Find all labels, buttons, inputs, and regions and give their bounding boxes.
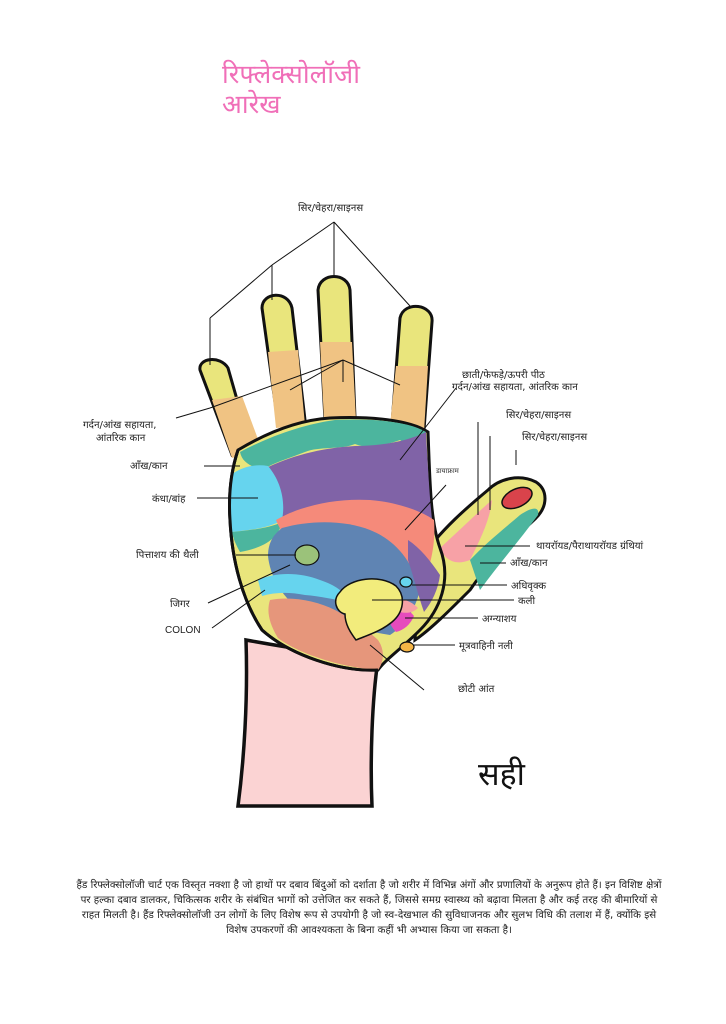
label-gallbladder: पित्ताशय की थैली — [136, 549, 199, 561]
label-pancreas: अग्न्याशय — [482, 614, 517, 625]
label-neck-right: गर्दन/आंख सहायता, आंतरिक कान — [452, 381, 578, 393]
description-paragraph: हैंड रिफ्लेक्सोलॉजी चार्ट एक विस्तृत नक्… — [76, 880, 662, 936]
label-liver: जिगर — [170, 598, 191, 610]
gallbladder-organ — [294, 544, 320, 566]
label-kidney: कली — [518, 595, 535, 607]
cyan-shoulder — [230, 465, 284, 532]
label-thyroid: थायरॉयड/पैराथायरॉयड ग्रंथियां — [536, 540, 644, 552]
label-eye-ear-right: आँख/कान — [510, 557, 548, 569]
teal-band — [240, 419, 426, 470]
salmon-diaphragm — [276, 499, 435, 590]
diagram-labels: सिर/चेहरा/साइनस छाती/फेफड़े/ऊपरी पीठ गर्… — [83, 202, 644, 695]
label-head-face-sinus-top: सिर/चेहरा/साइनस — [298, 202, 363, 214]
label-shoulder-arm: कंधा/बांह — [152, 493, 186, 505]
thumb — [413, 476, 547, 643]
peach-intestine — [268, 598, 383, 670]
title-line-2: आरेख — [222, 90, 281, 120]
kidney-organ — [334, 578, 404, 641]
title-line-1: रिफ्लेक्सोलॉजी — [222, 60, 360, 90]
label-ureter: मूत्रवाहिनी नली — [459, 640, 513, 652]
cyan-liver — [258, 574, 350, 602]
label-diaphragm: डायाफ्राम — [435, 467, 460, 475]
label-neck-left-2: आंतरिक कान — [96, 432, 146, 444]
purple-chest — [262, 432, 432, 525]
label-eye-ear-left: आँख/कान — [130, 460, 168, 472]
label-small-intestine: छोटी आंत — [458, 683, 495, 695]
leader-lines — [175, 221, 530, 691]
signature: सही — [478, 755, 525, 793]
label-colon: COLON — [165, 625, 201, 636]
label-adrenal: अधिवृक्क — [511, 580, 546, 592]
label-chest: छाती/फेफड़े/ऊपरी पीठ — [462, 369, 545, 381]
label-head-face-sinus-r1: सिर/चेहरा/साइनस — [506, 409, 571, 421]
label-neck-left-1: गर्दन/आंख सहायता, — [83, 419, 156, 431]
label-head-face-sinus-r2: सिर/चेहरा/साइनस — [522, 431, 587, 443]
